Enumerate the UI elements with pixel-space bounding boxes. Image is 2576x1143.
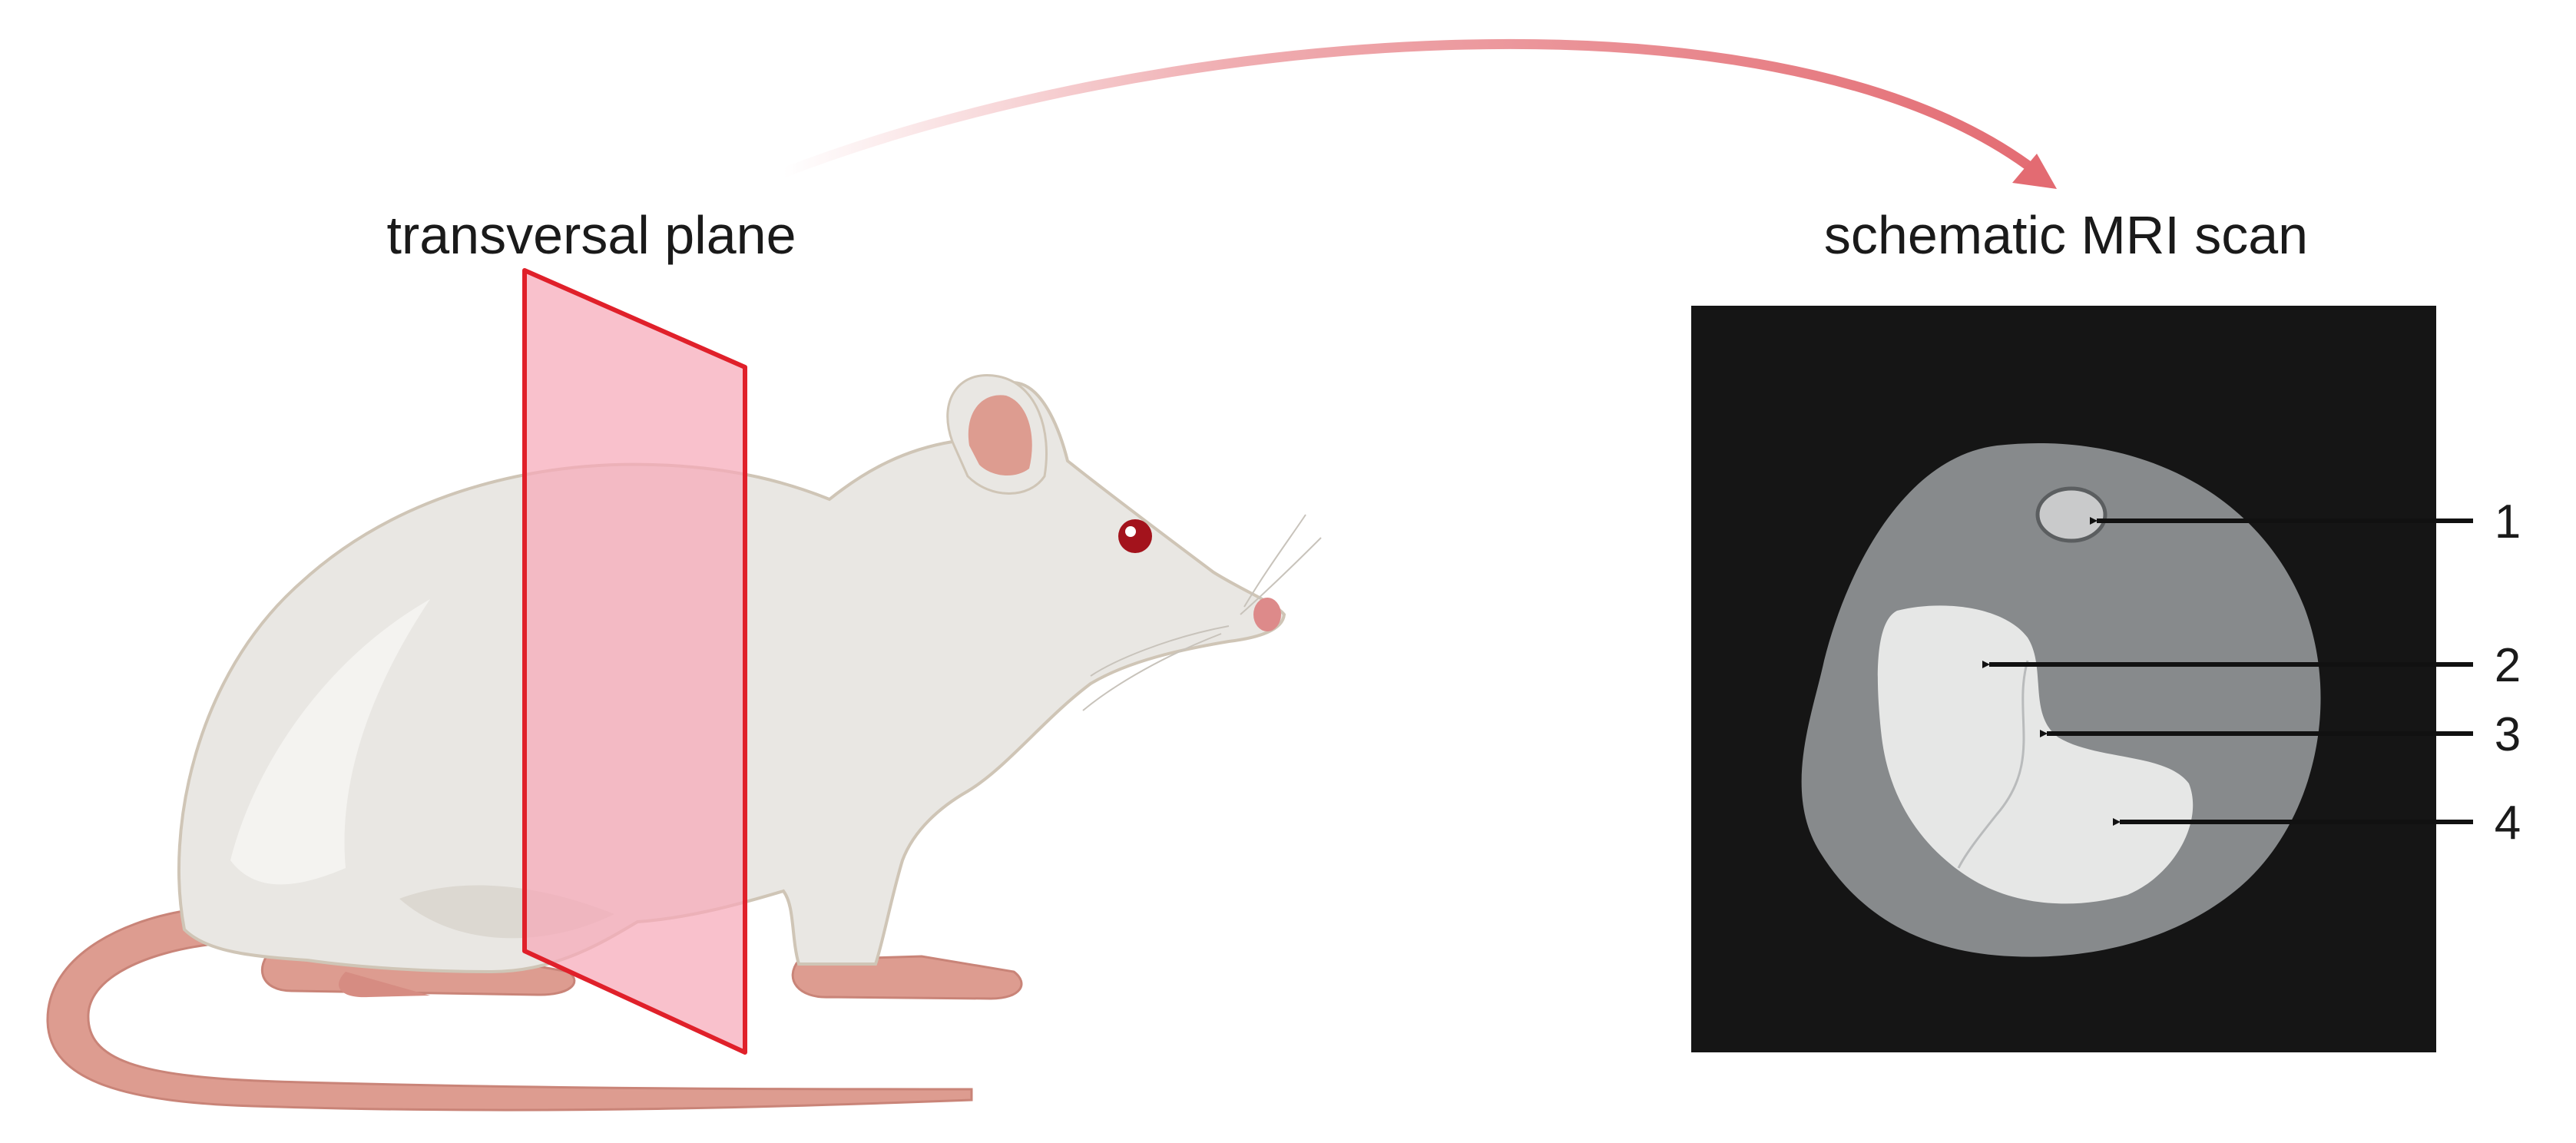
rat-eye-shine [1125,526,1136,537]
mri-structure-3 [1957,660,2029,869]
marker-1: 1 [2495,495,2521,548]
transversal-plane [522,268,747,1055]
rat-ear-inner [968,395,1032,476]
rat-whiskers [1082,514,1322,711]
rat-tail [46,909,973,1112]
marker-4: 4 [2495,797,2521,850]
mri-structure-1 [2035,486,2107,543]
annotation-arrows [1982,517,2473,826]
mri-title: schematic MRI scan [1824,205,2308,265]
rat-eye [1118,519,1152,553]
marker-2: 2 [2495,639,2521,692]
mri-organ [1877,605,2194,904]
marker-3: 3 [2495,708,2521,761]
plane-title: transversal plane [386,205,796,265]
rat-hind-foot-2 [339,972,430,998]
rat-shading [230,599,430,885]
arc-arrowhead [2012,154,2057,189]
connector-arc [778,38,2057,189]
rat-front-foot [791,955,1023,1000]
rat-nose [1253,598,1281,631]
mri-slice-icon [1691,306,2436,1052]
